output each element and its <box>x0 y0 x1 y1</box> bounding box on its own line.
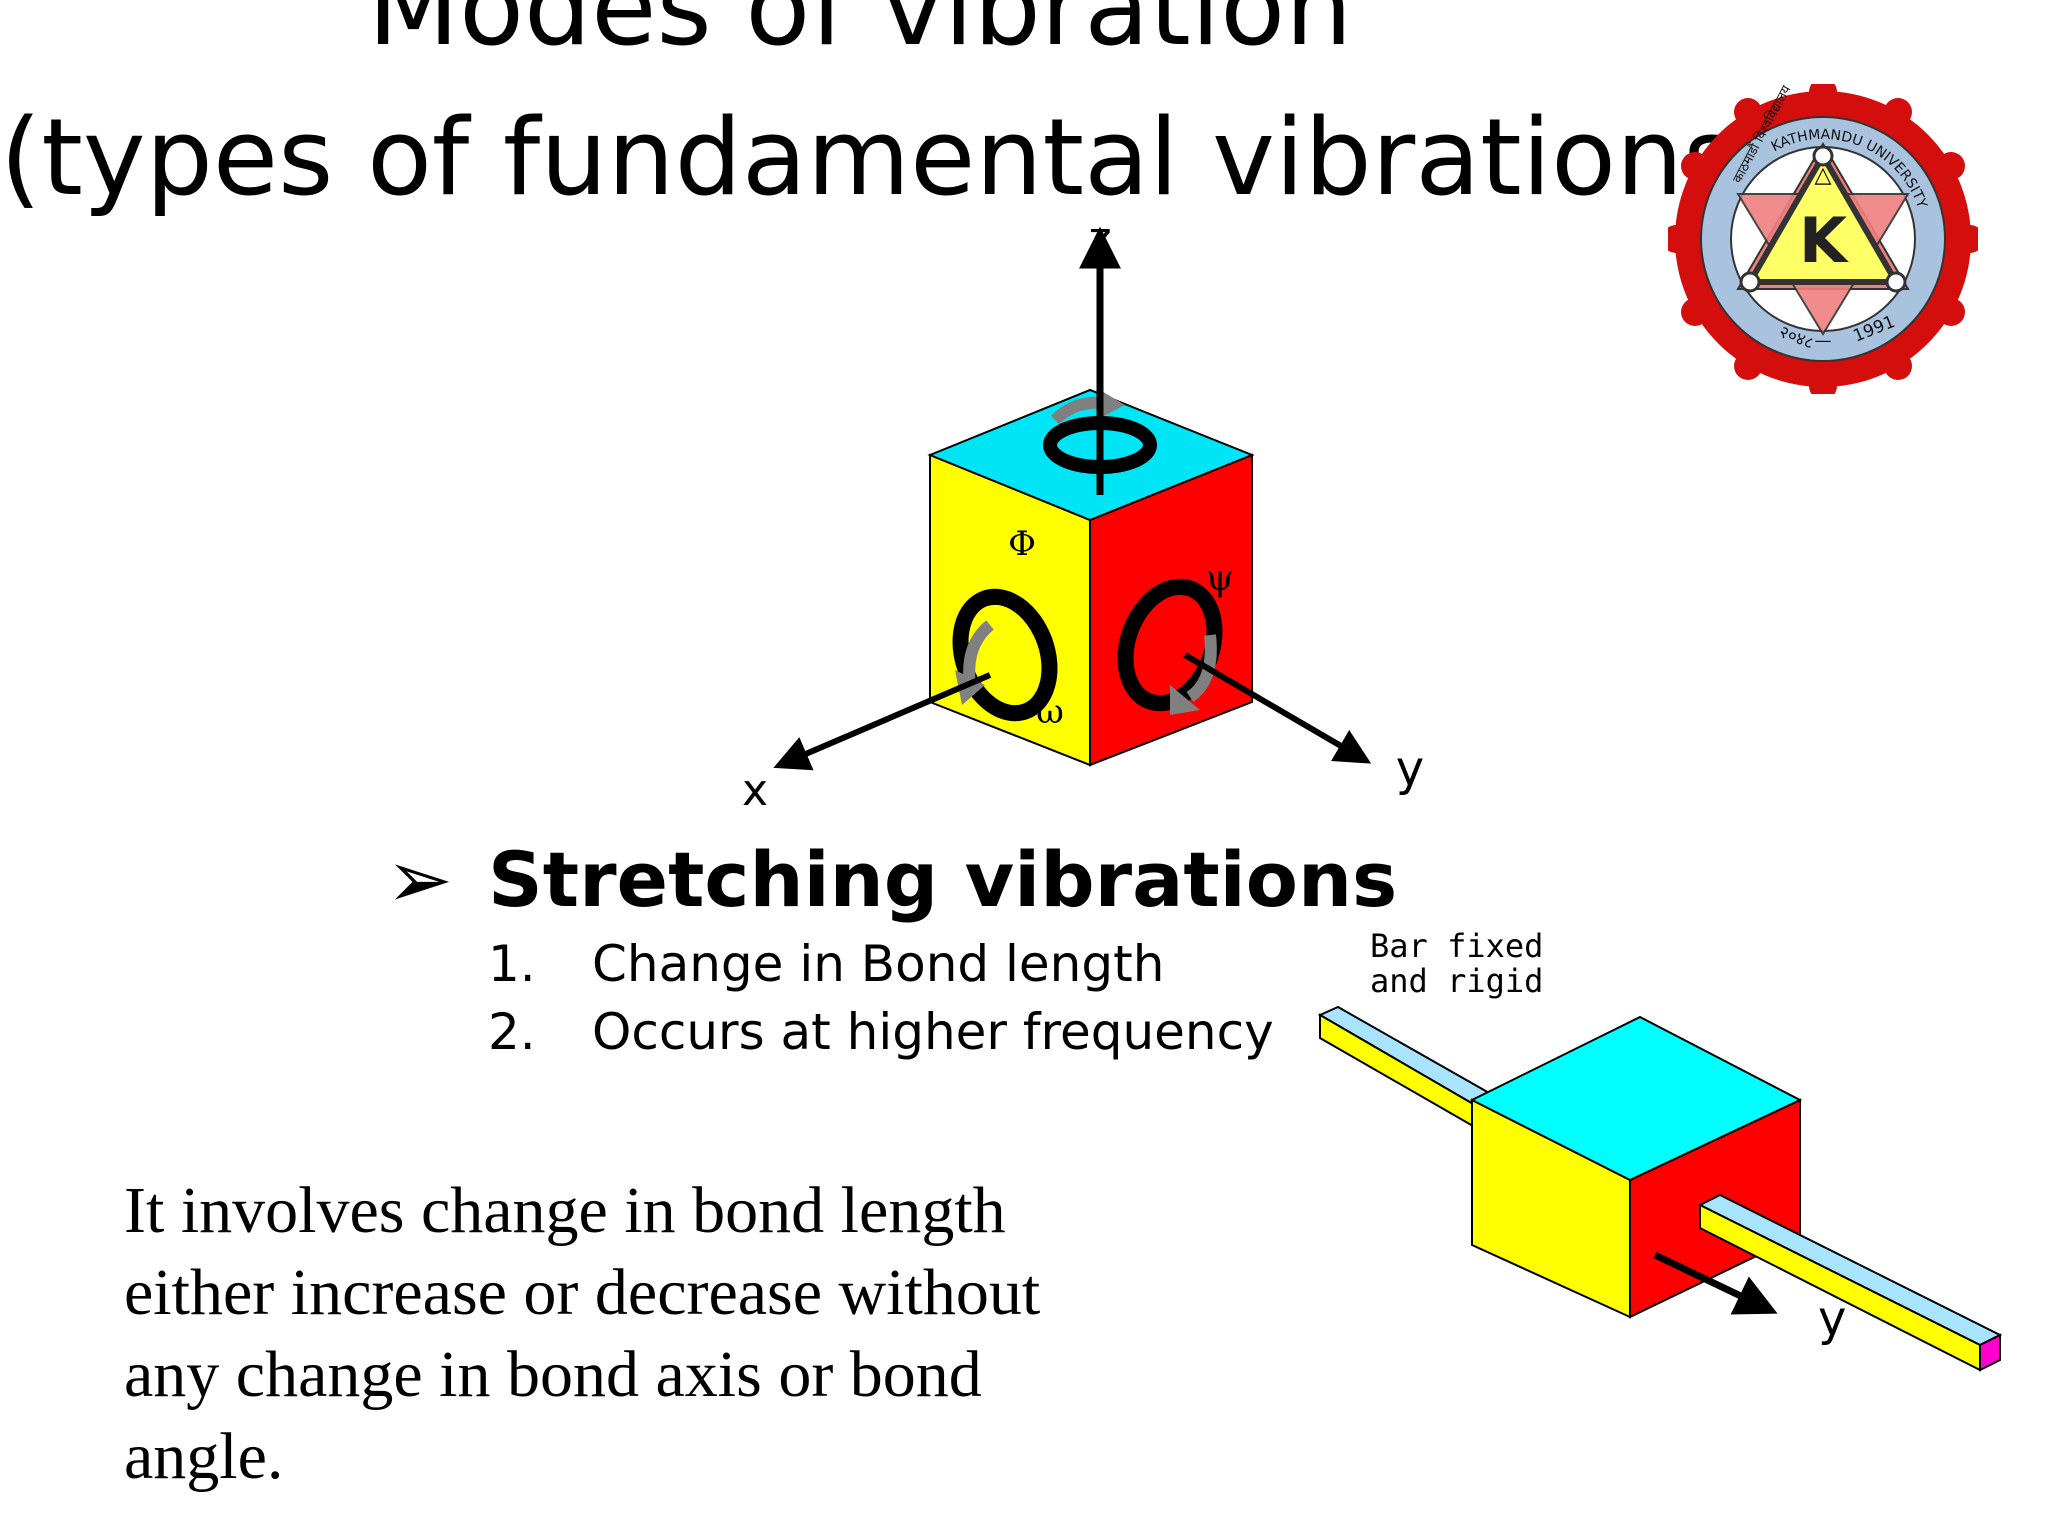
svg-text:△: △ <box>1815 163 1832 188</box>
phi-label: Φ <box>1008 524 1036 564</box>
psi-label: ψ <box>1206 558 1234 599</box>
list-item-number: 2. <box>488 1003 536 1061</box>
rotation-axes-diagram: z x y Φ ψ ω <box>742 215 1424 815</box>
psi-rotation-arrow <box>1186 634 1217 702</box>
slide-title-line-2: (types of fundamental vibrations) <box>0 96 1780 219</box>
bar-back-top <box>1317 1005 1501 1110</box>
logo-initial: K <box>1799 204 1849 277</box>
z-axis-label: z <box>1088 215 1111 264</box>
y-axis-label: y <box>1396 741 1424 797</box>
block-top-face <box>1469 1015 1803 1182</box>
bullet-heading-text: Stretching vibrations <box>488 835 1398 924</box>
bar-label-line-1: Bar fixed <box>1370 927 1543 965</box>
stretch-direction-arrow <box>1653 1251 1778 1315</box>
list-item-number: 1. <box>488 935 536 993</box>
bar-back-side <box>1319 1013 1481 1132</box>
list-item-text: Occurs at higher frequency <box>592 1003 1274 1061</box>
stretching-heading: ➢ Stretching vibrations <box>386 830 1397 940</box>
bar-label-line-2: and rigid <box>1370 962 1543 1000</box>
svg-text:—: — <box>1815 331 1832 351</box>
y-axis-arrow <box>1183 652 1372 764</box>
list-item-text: Change in Bond length <box>592 935 1165 993</box>
x-axis-arrow <box>773 672 992 771</box>
kathmandu-university-logo: △ K KATHMANDU UNIVERSITY काठमाडौं विश्वव… <box>1668 84 1978 394</box>
bullet-arrow-icon: ➢ <box>386 833 454 926</box>
omega-label: ω <box>1036 692 1064 732</box>
x-axis-label: x <box>742 765 768 815</box>
bar-y-axis-label: y <box>1818 1291 1846 1347</box>
description-paragraph: It involves change in bond length either… <box>124 1174 1041 1493</box>
slide-title-line-1: Modes of vibration <box>367 0 1353 69</box>
stretching-bar-diagram: Bar fixed and rigid y <box>1317 927 2003 1372</box>
bar-end-face <box>1979 1333 2001 1372</box>
bar-front-top <box>1697 1193 2003 1347</box>
cube-top-face <box>927 388 1255 522</box>
